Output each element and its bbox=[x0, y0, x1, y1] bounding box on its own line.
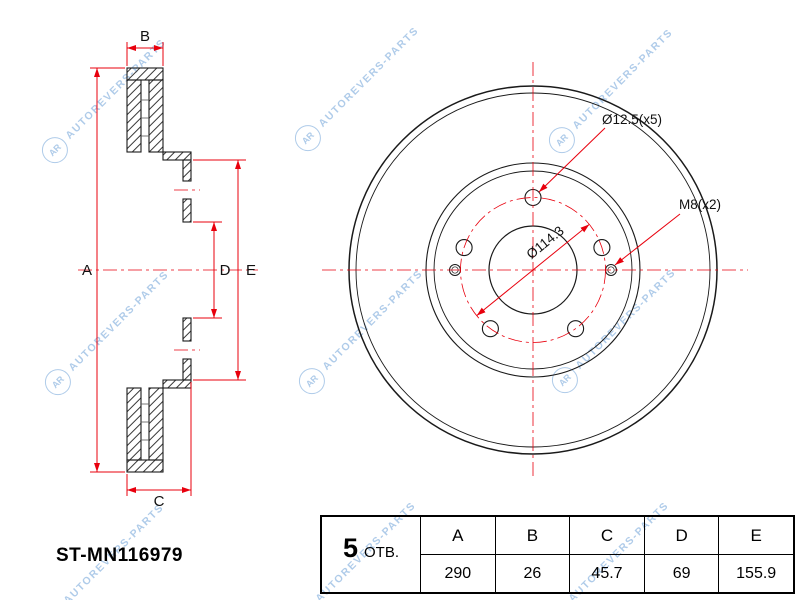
dimension-labels: A B C D E bbox=[82, 28, 256, 510]
disc-section-hatched bbox=[126, 67, 192, 473]
col-header-e: E bbox=[718, 517, 793, 554]
dim-label-a: A bbox=[82, 262, 92, 279]
bolt-hole-annotation: Ø12.5(x5) bbox=[602, 112, 662, 127]
vent-vanes bbox=[141, 99, 149, 441]
dim-label-c: C bbox=[154, 493, 165, 510]
bolt-hole-leader bbox=[538, 127, 606, 193]
value-a: 290 bbox=[420, 554, 495, 592]
thread-annotation: M8(x2) bbox=[679, 197, 721, 212]
spec-table: 5 ОТВ. A B C D E 290 26 45.7 69 155.9 bbox=[320, 515, 795, 594]
part-number: ST-MN116979 bbox=[56, 545, 183, 566]
holes-count-cell: 5 ОТВ. bbox=[322, 517, 420, 592]
pcd-centerline-circle bbox=[460, 197, 606, 343]
value-d: 69 bbox=[643, 554, 719, 592]
cross-section-view bbox=[126, 67, 192, 473]
value-b: 26 bbox=[494, 554, 570, 592]
pcd-annotation: Ø114.3 bbox=[524, 223, 567, 262]
annotation-labels: Ø12.5(x5) M8(x2) Ø114.3 bbox=[524, 112, 721, 262]
dim-label-d: D bbox=[220, 262, 231, 279]
col-header-d: D bbox=[643, 517, 719, 554]
value-c: 45.7 bbox=[569, 554, 644, 592]
dimension-lines bbox=[90, 42, 681, 496]
col-header-b: B bbox=[494, 517, 570, 554]
col-header-a: A bbox=[420, 517, 495, 554]
dim-label-b: B bbox=[140, 28, 150, 45]
bolt-holes bbox=[455, 188, 611, 338]
thread-hole-leader bbox=[614, 213, 681, 266]
holes-count: 5 bbox=[342, 533, 358, 563]
value-e: 155.9 bbox=[718, 554, 793, 592]
col-header-c: C bbox=[569, 517, 644, 554]
dim-label-e: E bbox=[246, 262, 256, 279]
holes-label: ОТВ. bbox=[364, 544, 400, 561]
